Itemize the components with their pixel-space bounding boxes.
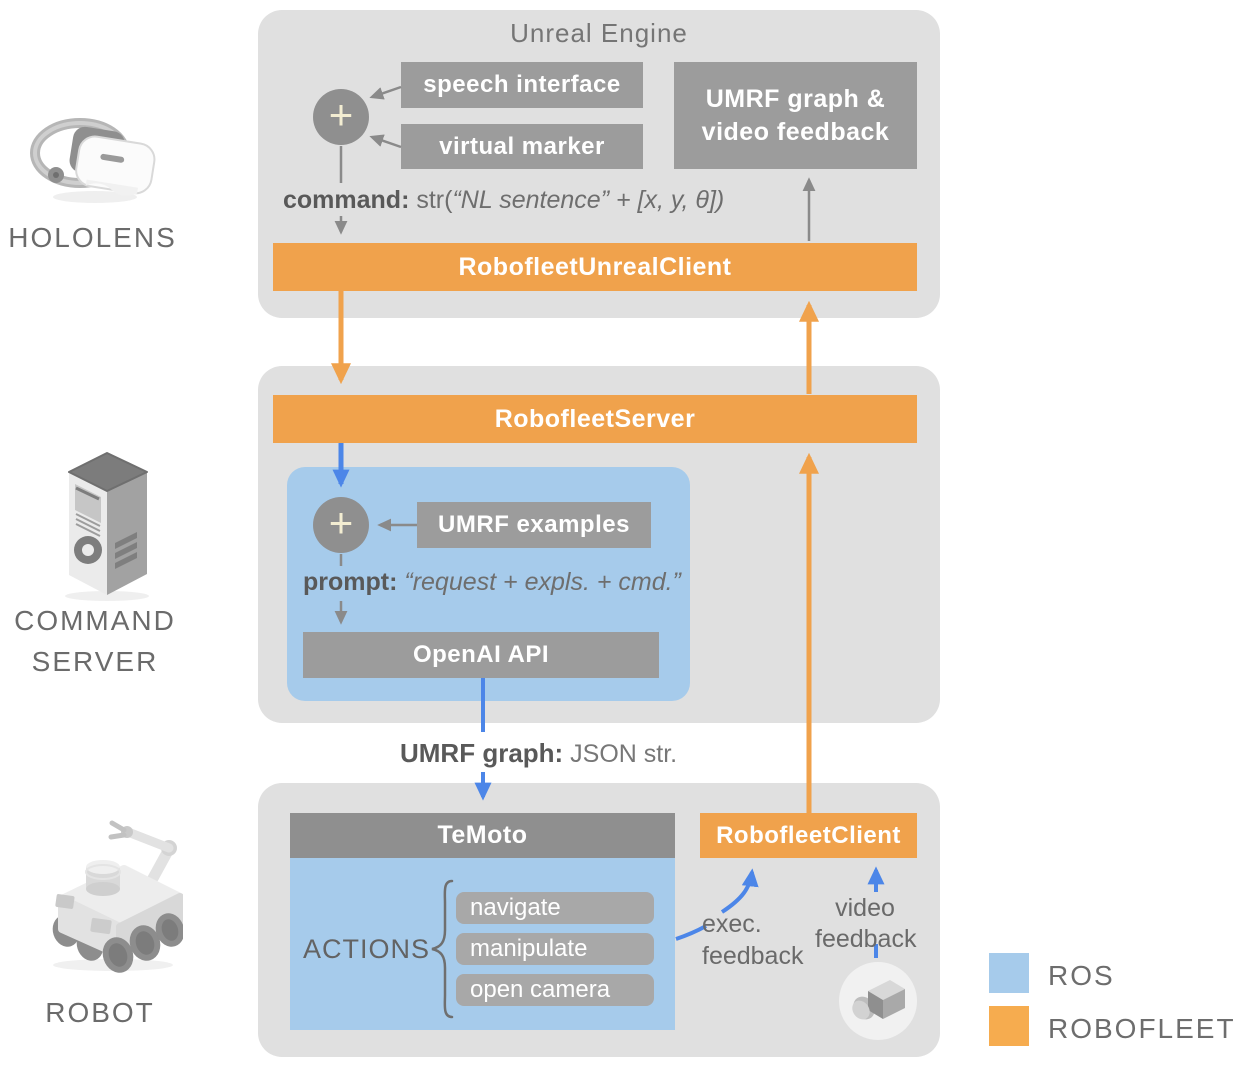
umrf-feedback-line2: video feedback [701,117,890,146]
server-icon [65,452,149,601]
legend-robofleet-label: ROBOFLEET [1048,1013,1236,1044]
exec-feedback-label: exec. feedback [702,908,803,972]
combine-plus-icon-server: + [313,497,369,553]
prompt-label: prompt: [303,568,398,596]
exec-feedback-line1: exec. [702,910,762,938]
command-server-label-line2: SERVER [31,646,159,677]
command-label: command: [283,186,410,214]
legend-ros-label: ROS [1048,960,1115,991]
action-navigate: navigate [456,892,654,924]
command-fn: str( [416,186,453,214]
unreal-engine-title: Unreal Engine [510,18,688,48]
video-feedback-label: video feedback [815,893,917,955]
umrf-examples-box: UMRF examples [417,502,651,548]
prompt-annotation: prompt: “request + expls. + cmd.” [303,568,681,597]
robot-label: ROBOT [45,997,155,1028]
umrf-graph-label: UMRF graph: [400,738,564,768]
combine-plus-icon: + [313,89,369,145]
video-feedback-line1: video [835,894,895,922]
speech-interface-box: speech interface [401,62,643,108]
action-open-camera: open camera [456,974,654,1006]
umrf-graph-annotation: UMRF graph: JSON str. [400,738,677,769]
umrf-graph-value: JSON str. [570,740,678,768]
openai-api-box: OpenAI API [303,632,659,678]
legend-robofleet-swatch [989,1006,1029,1046]
robofleet-unreal-client-bar: RobofleetUnrealClient [273,243,917,291]
command-annotation: command: str(“NL sentence” + [x, y, θ]) [283,186,724,215]
prompt-value: “request + expls. + cmd.” [404,568,681,596]
hololens-icon [30,118,156,203]
exec-feedback-line2: feedback [702,942,804,970]
robot-icon [52,820,183,973]
command-value: “NL sentence” + [x, y, θ]) [452,186,725,214]
hololens-label: HOLOLENS [8,222,177,253]
temoto-header: TeMoto [290,813,675,858]
virtual-marker-box: virtual marker [401,124,643,169]
command-server-label-line1: COMMAND [14,605,176,636]
robofleet-client-bar: RobofleetClient [700,813,917,858]
command-server-label: COMMAND SERVER [0,600,190,682]
legend-ros-swatch [989,953,1029,993]
video-feedback-line2: feedback [815,925,917,953]
action-manipulate: manipulate [456,933,654,965]
actions-label: ACTIONS [303,934,431,964]
umrf-feedback-box: UMRF graph & video feedback [674,62,917,169]
robofleet-server-bar: RobofleetServer [273,395,917,443]
umrf-feedback-line1: UMRF graph & [705,84,886,113]
